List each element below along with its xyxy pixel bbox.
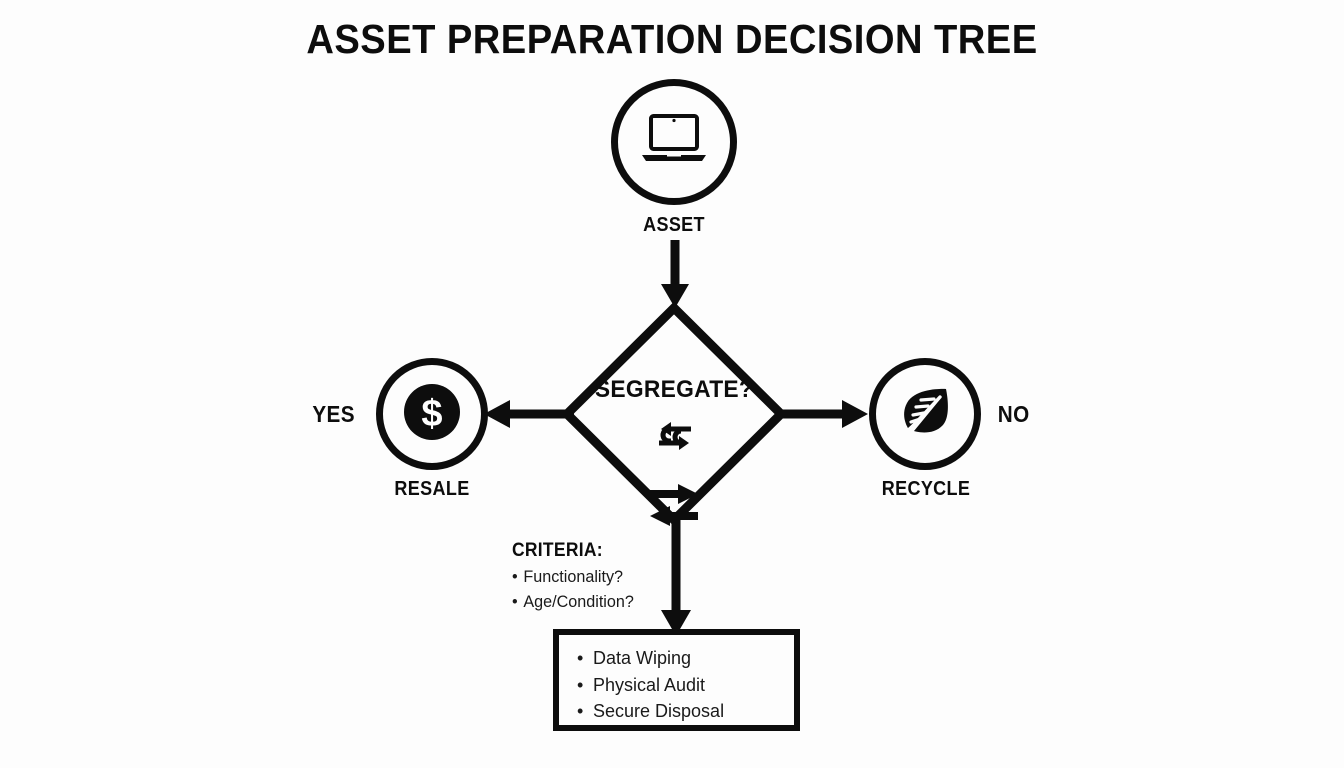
arrow-decision-to-recycle	[778, 392, 870, 436]
exchange-arrows-icon	[646, 482, 702, 528]
task-item: Secure Disposal	[577, 698, 794, 725]
node-asset[interactable]	[611, 79, 737, 205]
tasks-box: Data Wiping Physical Audit Secure Dispos…	[553, 629, 800, 731]
task-item: Physical Audit	[577, 672, 794, 699]
node-recycle-label: RECYCLE	[881, 478, 971, 500]
swap-arrows-icon	[655, 418, 695, 454]
criteria-block: CRITERIA: Functionality? Age/Condition?	[512, 540, 742, 614]
task-item: Data Wiping	[577, 645, 794, 672]
node-asset-label: ASSET	[643, 214, 705, 236]
page-title: ASSET PREPARATION DECISION TREE	[306, 16, 1038, 62]
node-resale[interactable]: $	[376, 358, 488, 470]
dollar-coin-icon: $	[399, 379, 465, 450]
criteria-item: Age/Condition?	[512, 590, 731, 615]
criteria-item: Functionality?	[512, 565, 731, 590]
branch-label-yes: YES	[312, 401, 355, 427]
arrow-decision-to-resale	[482, 392, 574, 436]
branch-label-no: NO	[997, 401, 1030, 427]
arrow-asset-to-decision	[645, 240, 705, 310]
node-decision-label: SEGREGATE?	[594, 376, 754, 403]
leaf-icon	[894, 381, 956, 448]
node-recycle[interactable]	[869, 358, 981, 470]
svg-text:$: $	[421, 393, 442, 435]
laptop-icon	[638, 111, 710, 174]
criteria-heading: CRITERIA:	[512, 540, 603, 561]
node-resale-label: RESALE	[394, 478, 470, 500]
